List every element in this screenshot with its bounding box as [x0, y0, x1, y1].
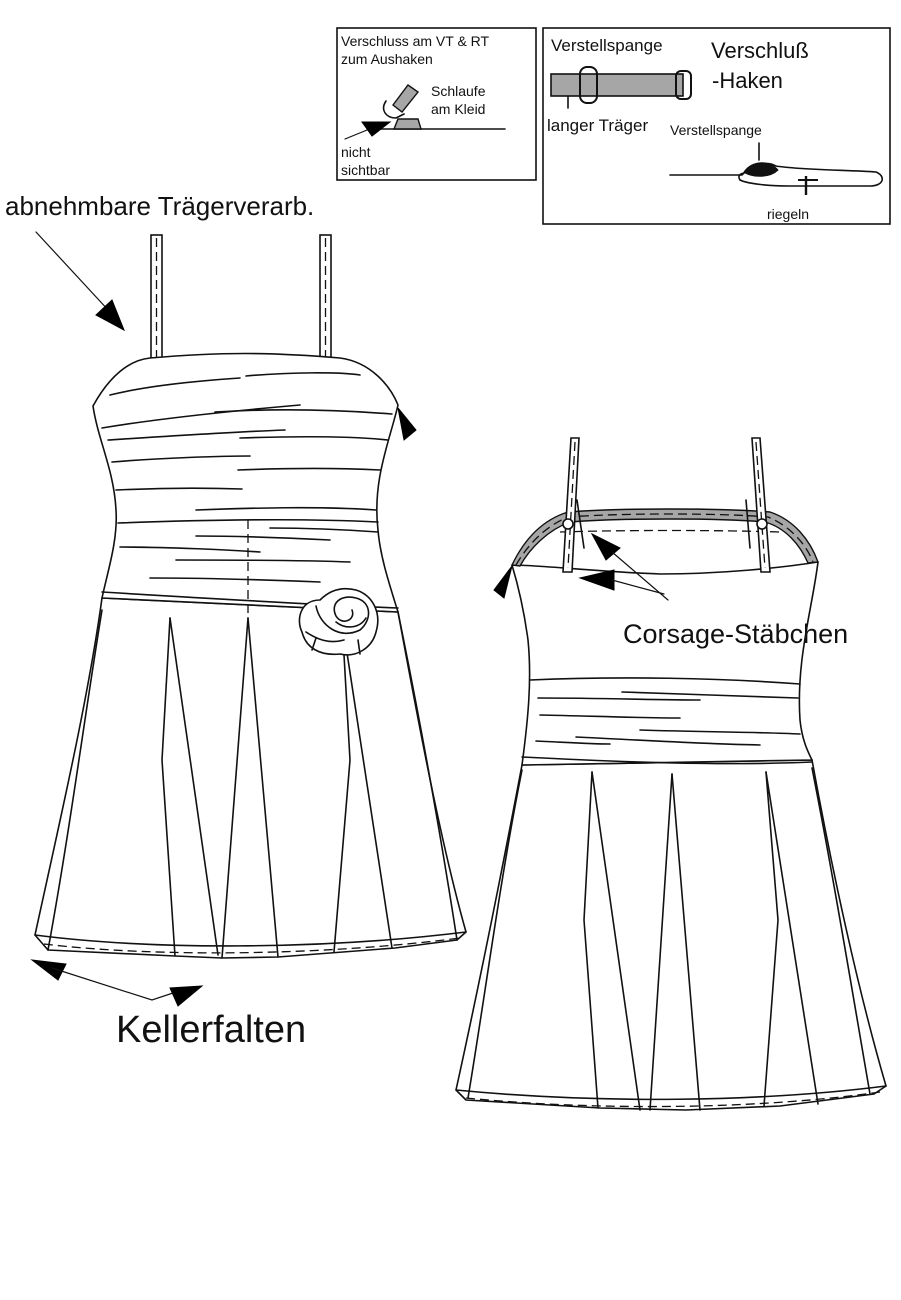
boning-label: Corsage-Stäbchen — [623, 619, 848, 649]
back-gather-6 — [535, 740, 611, 745]
bartack-label: riegeln — [767, 206, 809, 222]
back-right-strap-stitch — [755, 441, 766, 569]
front-pleat-6 — [333, 619, 351, 953]
front-gather-9 — [115, 487, 243, 491]
pleats-arrow-right — [169, 985, 204, 1007]
back-hem-stitch — [465, 1091, 881, 1108]
back-gather-2 — [621, 691, 799, 699]
front-waist-line-1 — [117, 518, 379, 524]
front-gather-13 — [175, 559, 351, 563]
front-pleat-7 — [341, 619, 393, 949]
inset-strap-adjuster: Verstellspange Verschluß -Haken langer T… — [542, 27, 891, 225]
strap-end-ring — [675, 70, 692, 100]
hidden-label-2: sichtbar — [341, 162, 390, 178]
front-gather-15 — [269, 527, 379, 533]
front-gather-7 — [111, 455, 251, 463]
back-gather-3 — [539, 714, 681, 719]
back-pleat-7 — [765, 771, 819, 1105]
back-right-ring — [756, 518, 768, 530]
pleats-label: Kellerfalten — [116, 1009, 306, 1051]
back-dress — [455, 437, 887, 1111]
rose-flower — [298, 587, 379, 656]
front-side-marker — [397, 407, 417, 441]
hidden-label-1: nicht — [341, 144, 371, 160]
back-bodice — [511, 561, 819, 766]
adjuster-slider — [579, 66, 598, 104]
closure-label-2: -Haken — [712, 68, 783, 93]
back-gather-4 — [639, 729, 801, 735]
pleats-arrow-line — [51, 967, 183, 1001]
strap-arrow-line — [35, 231, 111, 313]
boning-arrow-head-1 — [590, 532, 621, 561]
back-side-marker — [493, 565, 513, 599]
back-pleat-6 — [763, 771, 779, 1107]
adjuster-label: Verstellspange — [551, 36, 663, 55]
back-gather-1 — [537, 697, 701, 701]
back-hem-outer — [455, 1085, 887, 1101]
back-pleat-1 — [467, 769, 523, 1099]
back-pleat-3 — [591, 771, 641, 1111]
back-waist-line-1 — [529, 677, 801, 685]
back-right-strap-tail — [745, 499, 751, 549]
back-neck-band — [510, 508, 819, 567]
strap-label: abnehmbare Trägerverarb. — [5, 191, 314, 221]
loop-label-2: am Kleid — [431, 101, 485, 117]
long-strap-label: langer Träger — [547, 116, 648, 135]
front-dress — [34, 234, 467, 959]
long-strap-bar — [550, 73, 684, 97]
back-pleat-5 — [671, 773, 701, 1111]
back-left-strap-tail — [576, 499, 585, 549]
front-gather-14 — [149, 577, 321, 583]
front-hem-stitch — [43, 937, 461, 954]
front-pleat-4 — [221, 617, 249, 959]
front-gather-5 — [107, 429, 286, 441]
hook-shape — [382, 100, 405, 119]
dress-loop — [392, 118, 422, 130]
back-left-ring — [562, 518, 574, 530]
front-gather-4 — [214, 409, 393, 415]
back-pleat-2 — [583, 771, 599, 1109]
back-pleat-8 — [811, 767, 871, 1095]
inset-left-line1: Verschluss am VT & RT — [341, 33, 490, 49]
back-neck-stitch — [515, 513, 814, 566]
front-gather-10 — [195, 506, 377, 511]
hidden-arrow-head — [361, 121, 392, 137]
back-left-strap-stitch — [567, 441, 576, 569]
front-gather-2 — [109, 377, 241, 396]
inset-hook-closure: Verschluss am VT & RT zum Aushaken Schla… — [336, 27, 537, 181]
front-pleat-5 — [247, 617, 279, 958]
front-gather-11 — [195, 535, 331, 541]
front-gather-1 — [101, 404, 301, 429]
strap-arrow-head — [95, 299, 125, 332]
front-pleat-2 — [161, 617, 176, 957]
front-pleat-3 — [169, 617, 219, 956]
back-neck-inner — [559, 529, 781, 533]
front-bodice — [92, 352, 399, 613]
front-pleat-8 — [397, 611, 458, 941]
front-pleat-1 — [47, 609, 103, 951]
inset-left-line2: zum Aushaken — [341, 51, 433, 67]
looped-strap — [669, 162, 883, 187]
front-gather-3 — [245, 372, 361, 377]
adjuster-label-2: Verstellspange — [670, 122, 762, 138]
boning-arrow-line-2 — [611, 579, 665, 595]
front-gather-12 — [119, 546, 261, 553]
back-waist-line-2 — [521, 756, 813, 765]
front-gather-6 — [239, 435, 389, 441]
closure-label-1: Verschluß — [711, 38, 809, 63]
back-skirt — [455, 759, 887, 1111]
loop-label-1: Schlaufe — [431, 83, 486, 99]
adjuster-knot — [743, 162, 779, 177]
front-hem-outer — [34, 931, 467, 947]
pleats-arrow-left — [30, 959, 67, 981]
back-pleat-4 — [649, 773, 673, 1111]
front-gather-8 — [237, 467, 381, 471]
hook-strap — [392, 84, 420, 113]
back-gather-5 — [575, 736, 761, 746]
